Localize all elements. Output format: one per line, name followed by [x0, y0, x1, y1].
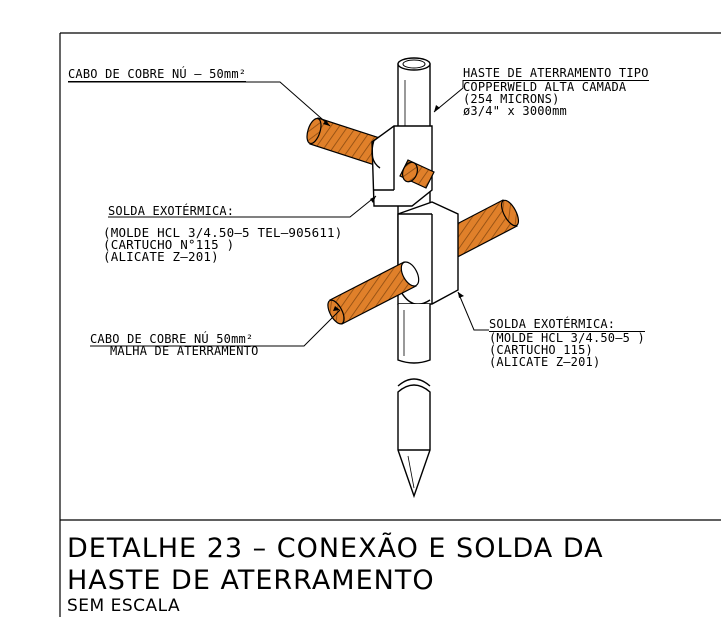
weld-left-heading: SOLDA EXOTÉRMICA:	[108, 204, 235, 218]
upper-weld-block	[371, 125, 433, 207]
rod-spec-line4: ø3/4" x 3000mm	[463, 104, 567, 118]
scale-note: SEM ESCALA	[67, 596, 181, 616]
rod-spec-line2: COPPERWELD ALTA CAMADA	[463, 80, 627, 94]
cable-mesh-line1: CABO DE COBRE NÚ 50mm²	[90, 332, 254, 346]
detail-title-line2: HASTE DE ATERRAMENTO	[67, 565, 435, 596]
weld-left-specs: (MOLDE HCL 3/4.50–5 TEL–905611) (CARTUCH…	[103, 225, 343, 264]
mesh-cable-lower-left	[327, 261, 420, 325]
weld-left-line3: (ALICATE Z–201)	[103, 249, 219, 264]
cable-mesh-label: CABO DE COBRE NÚ 50mm² MALHA DE ATERRAME…	[90, 333, 259, 357]
cable-mesh-line2: MALHA DE ATERRAMENTO	[110, 344, 259, 358]
upper-cable-front-stub	[399, 159, 435, 189]
weld-left-label: SOLDA EXOTÉRMICA:	[108, 205, 234, 217]
weld-right-line1: (MOLDE HCL 3/4.50–5 )	[489, 331, 645, 345]
weld-right-label: SOLDA EXOTÉRMICA: (MOLDE HCL 3/4.50–5 ) …	[489, 318, 645, 368]
rod-spec-line3: (254 MICRONS)	[463, 92, 560, 106]
weld-left-line1: (MOLDE HCL 3/4.50–5 TEL–905611)	[103, 225, 343, 240]
ground-rod-lower	[397, 304, 431, 499]
weld-right-line2: (CARTUCHO 115)	[489, 343, 593, 357]
leader-arrowheads	[323, 105, 464, 311]
leader-lines	[68, 80, 489, 347]
weld-right-heading: SOLDA EXOTÉRMICA:	[489, 318, 645, 332]
rod-spec-label: HASTE DE ATERRAMENTO TIPO COPPERWELD ALT…	[463, 67, 649, 117]
drawing-frame	[59, 32, 721, 617]
cable-top-label: CABO DE COBRE NÚ – 50mm²	[68, 67, 247, 82]
weld-right-line3: (ALICATE Z–201)	[489, 355, 601, 369]
rod-spec-line1: HASTE DE ATERRAMENTO TIPO	[463, 66, 649, 81]
detail-title-line1: DETALHE 23 – CONEXÃO E SOLDA DA	[67, 533, 604, 564]
weld-left-line2: (CARTUCHO N°115 )	[103, 237, 235, 252]
